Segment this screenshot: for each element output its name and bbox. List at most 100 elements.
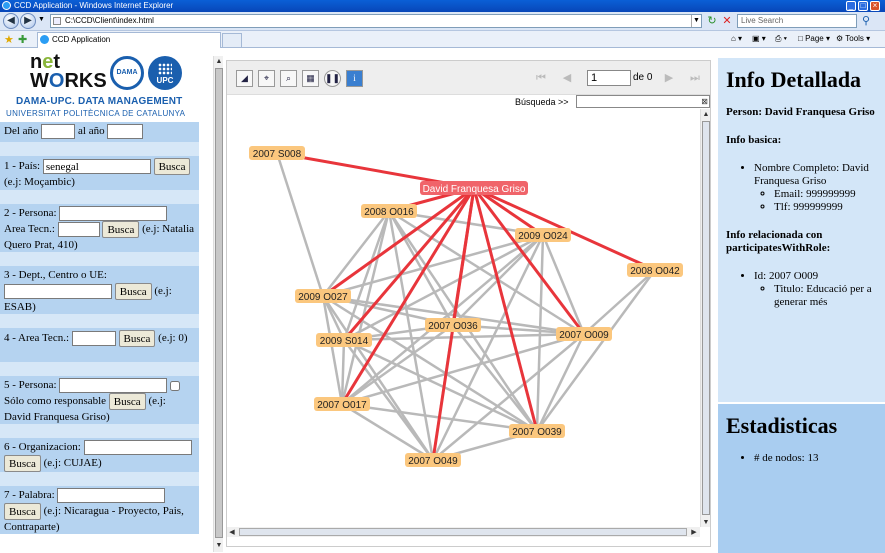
close-window-button[interactable]: × bbox=[870, 1, 880, 11]
graph-edge bbox=[340, 210, 391, 405]
country-input[interactable] bbox=[42, 159, 151, 174]
dept-input[interactable] bbox=[4, 284, 112, 299]
graph-vscroll[interactable]: ▲ ▼ bbox=[700, 109, 710, 527]
graph-node[interactable]: 2009 O027 bbox=[295, 289, 351, 303]
page-scrollbar[interactable]: ▲ ▼ bbox=[213, 56, 223, 552]
area-input[interactable] bbox=[57, 222, 100, 238]
scroll-down-arrow[interactable]: ▼ bbox=[215, 541, 223, 549]
graph-vscroll-thumb[interactable] bbox=[702, 121, 710, 515]
only-responsible-checkbox[interactable] bbox=[170, 380, 181, 391]
graph-scroll-down[interactable]: ▼ bbox=[702, 518, 710, 526]
graph-scroll-right[interactable]: ▶ bbox=[691, 528, 697, 536]
maximize-button[interactable]: □ bbox=[858, 1, 868, 11]
graph-search-label: Búsqueda >> bbox=[515, 97, 569, 107]
graph-scroll-up[interactable]: ▲ bbox=[702, 110, 710, 118]
info-icon[interactable]: i bbox=[346, 70, 363, 87]
zoom-in-icon[interactable]: ⌖ bbox=[258, 70, 275, 87]
address-field[interactable]: C:\CCD\Client\index.html ▼ bbox=[50, 14, 702, 28]
graph-edge bbox=[583, 269, 656, 335]
word-input[interactable] bbox=[57, 488, 166, 503]
area-tecn-input[interactable] bbox=[71, 331, 116, 346]
page-number-input[interactable]: 1 bbox=[587, 70, 631, 86]
busca-button-3[interactable]: Busca bbox=[114, 283, 152, 300]
next-page-icon[interactable]: ▶ bbox=[664, 72, 674, 84]
graph-hscroll-thumb[interactable] bbox=[239, 528, 687, 536]
minimize-button[interactable]: _ bbox=[846, 1, 856, 11]
busca-button-4[interactable]: Busca bbox=[118, 330, 156, 347]
graph-node-box bbox=[316, 333, 372, 347]
live-search-input[interactable]: Live Search bbox=[737, 14, 857, 28]
graph-node-selected[interactable]: David Franquesa Griso bbox=[420, 181, 528, 195]
graph-edge bbox=[340, 339, 346, 405]
last-page-icon[interactable]: ⏭ bbox=[690, 72, 700, 84]
person2-input[interactable] bbox=[59, 378, 168, 393]
address-dropdown-icon[interactable]: ▼ bbox=[691, 15, 701, 27]
scroll-up-arrow[interactable]: ▲ bbox=[215, 57, 223, 65]
selected-edge bbox=[472, 187, 539, 432]
year-to-input[interactable] bbox=[107, 124, 144, 139]
refresh-icon[interactable]: ↻ bbox=[707, 15, 717, 27]
graph-node[interactable]: 2009 O024 bbox=[515, 228, 571, 242]
word-label: 7 - Palabra: bbox=[4, 489, 55, 502]
graph-node[interactable]: 2007 O039 bbox=[509, 424, 565, 438]
country-label: 1 - País: bbox=[4, 160, 41, 173]
pause-icon[interactable]: ❚❚ bbox=[324, 70, 341, 87]
graph-node[interactable]: 2007 O017 bbox=[314, 397, 370, 411]
scroll-thumb[interactable] bbox=[215, 68, 223, 538]
busca-button-2[interactable]: Busca bbox=[102, 221, 140, 239]
zoom-out-icon[interactable]: ⌕ bbox=[280, 70, 297, 87]
busca-button-1[interactable]: Busca bbox=[153, 158, 191, 175]
clear-search-icon[interactable]: ⊠ bbox=[701, 97, 708, 106]
busca-button-5[interactable]: Busca bbox=[108, 393, 146, 411]
graph-node-box bbox=[405, 453, 461, 467]
selected-edge bbox=[472, 187, 586, 335]
address-text: C:\CCD\Client\index.html bbox=[65, 16, 154, 25]
graph-edge bbox=[452, 324, 538, 432]
graph-edge bbox=[341, 402, 434, 462]
graph-hscroll[interactable]: ◀ ▶ bbox=[227, 527, 700, 537]
org-input[interactable] bbox=[83, 440, 192, 455]
graph-node[interactable]: 2008 O016 bbox=[361, 204, 417, 218]
graph-node-label: 2007 S008 bbox=[253, 149, 302, 160]
search-icon[interactable]: ⚲ bbox=[861, 15, 871, 27]
graph-node[interactable]: 2009 S014 bbox=[316, 333, 372, 347]
graph-node[interactable]: 2008 O042 bbox=[627, 263, 683, 277]
layout-tool-icon[interactable]: ◢ bbox=[236, 70, 253, 87]
person-input[interactable] bbox=[59, 206, 168, 221]
first-page-icon[interactable]: ⏮ bbox=[536, 72, 546, 84]
graph-node[interactable]: 2007 O049 bbox=[405, 453, 461, 467]
year-from-input[interactable] bbox=[41, 124, 76, 139]
graph-node[interactable]: 2007 S008 bbox=[249, 146, 305, 160]
graph-node-label: 2007 O036 bbox=[428, 321, 478, 332]
new-tab-button[interactable] bbox=[222, 33, 242, 48]
stop-icon[interactable]: ✕ bbox=[722, 15, 732, 27]
graph-search-input[interactable]: ⊠ bbox=[576, 95, 710, 108]
graph-scroll-left[interactable]: ◀ bbox=[229, 528, 235, 536]
info-title: Info Detallada bbox=[726, 67, 862, 92]
tab-ccd-application[interactable]: CCD Application bbox=[37, 32, 221, 48]
add-favorite-icon[interactable]: ✚ bbox=[18, 34, 28, 46]
full-name-item: Nombre Completo: David Franquesa Griso E… bbox=[754, 162, 877, 214]
busca-button-6[interactable]: Busca bbox=[4, 455, 41, 473]
selected-edge bbox=[342, 187, 476, 341]
page-menu[interactable]: □ Page ▾ bbox=[798, 34, 830, 43]
stats-list: # de nodos: 13 bbox=[754, 452, 877, 465]
back-button[interactable]: ◀ bbox=[3, 13, 19, 29]
graph-node[interactable]: 2007 O009 bbox=[556, 327, 612, 341]
related-sublist: Titulo: Educació per a generar més bbox=[774, 283, 877, 309]
history-dropdown-icon[interactable]: ▼ bbox=[38, 15, 45, 23]
feeds-icon[interactable]: ▣ ▾ bbox=[752, 34, 766, 43]
graph-edge bbox=[343, 332, 585, 342]
home-icon[interactable]: ⌂ ▾ bbox=[731, 34, 743, 43]
graph-node[interactable]: 2007 O036 bbox=[425, 318, 481, 332]
network-graph[interactable]: David Franquesa Griso 2007 S008 2008 O016 2… bbox=[227, 109, 700, 527]
favorites-star-icon[interactable]: ★ bbox=[4, 34, 14, 46]
prev-page-icon[interactable]: ◀ bbox=[562, 72, 572, 84]
fit-view-icon[interactable]: ▦ bbox=[302, 70, 319, 87]
forward-button[interactable]: ▶ bbox=[20, 13, 36, 29]
tools-menu[interactable]: ⚙ Tools ▾ bbox=[836, 34, 871, 43]
related-id-text: Id: 2007 O009 bbox=[754, 270, 819, 282]
print-icon[interactable]: ⎙ ▾ bbox=[775, 34, 787, 43]
busca-button-7[interactable]: Busca bbox=[4, 503, 41, 521]
